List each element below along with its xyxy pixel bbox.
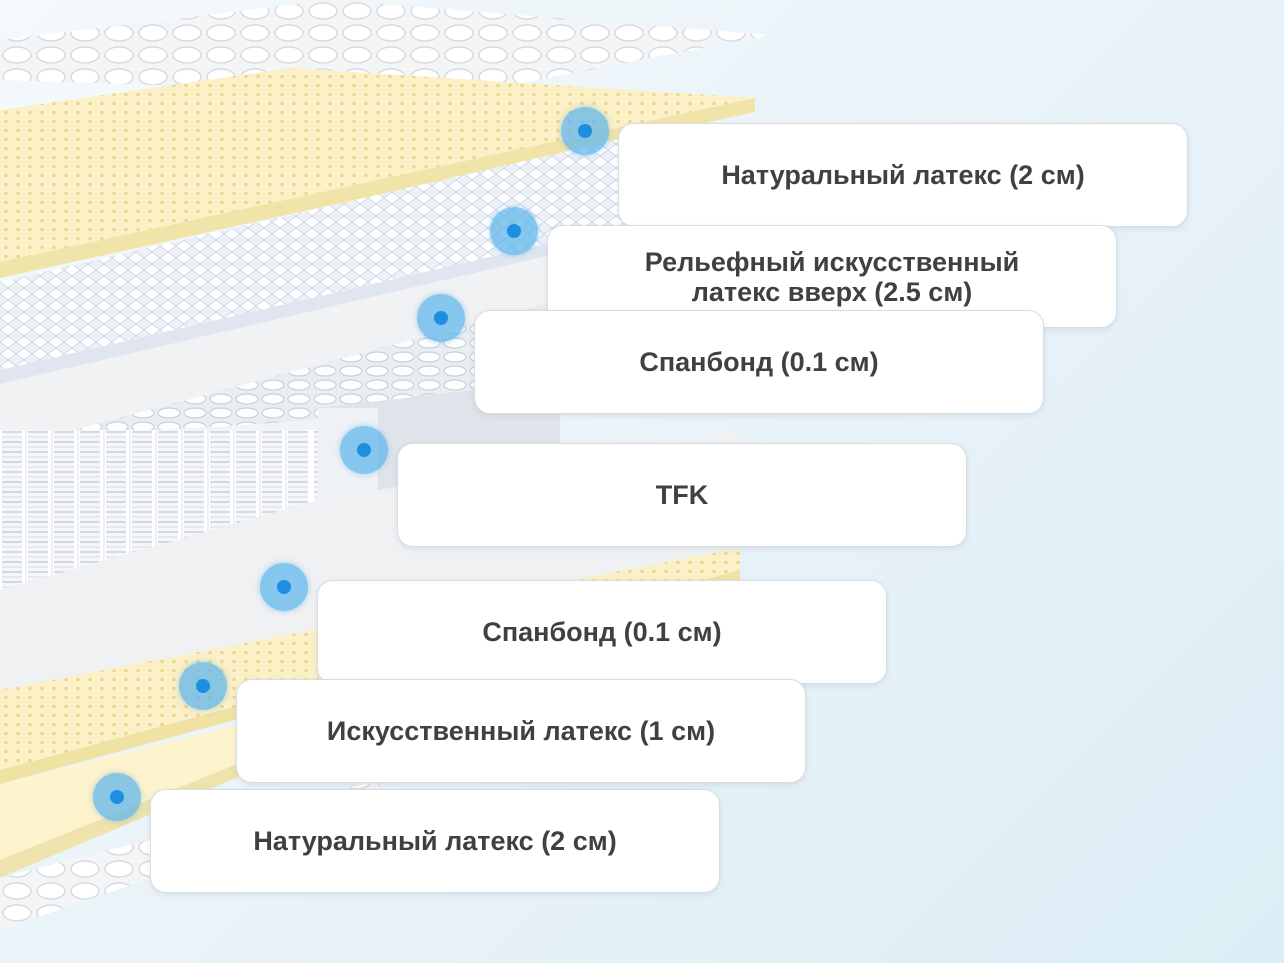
layer-3-marker[interactable] <box>417 294 465 342</box>
layer-7-label: Натуральный латекс (2 см) <box>150 789 720 893</box>
layer-3-label: Спанбонд (0.1 см) <box>474 310 1044 414</box>
layer-6-label: Искусственный латекс (1 см) <box>236 679 806 783</box>
layer-1-label: Натуральный латекс (2 см) <box>618 123 1188 227</box>
layer-2-marker[interactable] <box>490 207 538 255</box>
layer-6-marker[interactable] <box>179 662 227 710</box>
layer-7-marker[interactable] <box>93 773 141 821</box>
layer-1-marker[interactable] <box>561 107 609 155</box>
layer-4-label: TFK <box>397 443 967 547</box>
layer-4-marker[interactable] <box>340 426 388 474</box>
layer-5-label: Спанбонд (0.1 см) <box>317 580 887 684</box>
layer-5-marker[interactable] <box>260 563 308 611</box>
